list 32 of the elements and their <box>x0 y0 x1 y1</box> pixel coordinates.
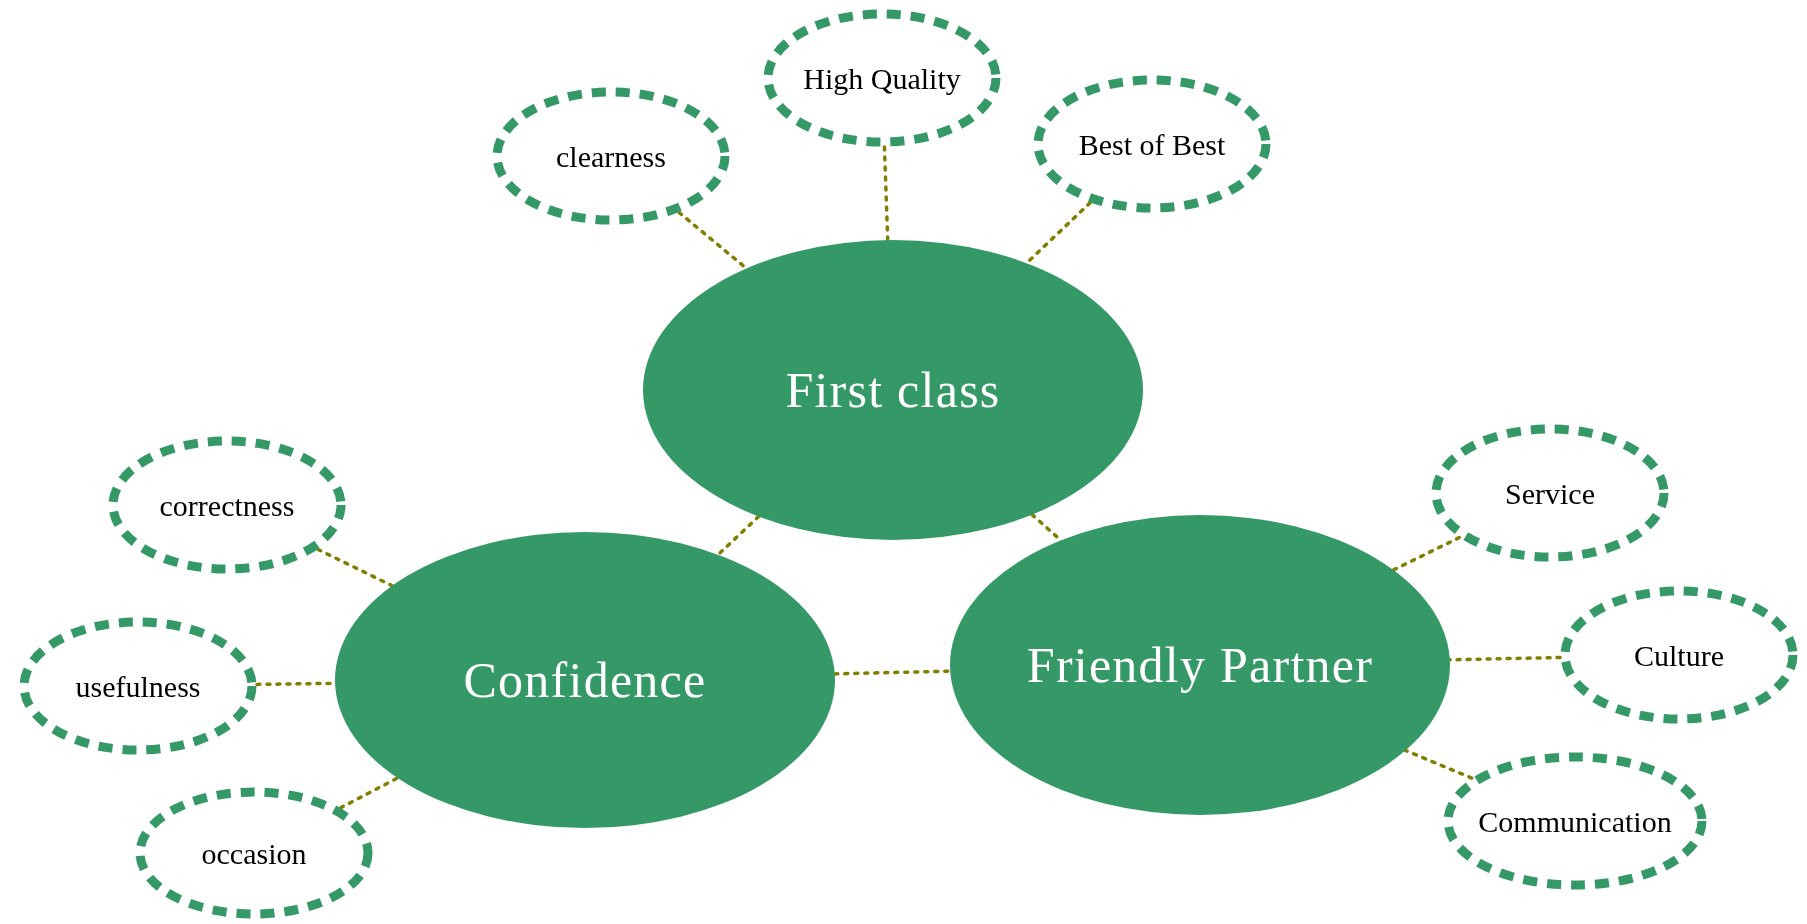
node-label: correctness <box>159 487 295 524</box>
dotted-connector <box>338 776 400 810</box>
dashed-ellipse-node <box>763 9 1001 147</box>
dotted-connector <box>1448 655 1562 662</box>
dashed-ellipse-node <box>108 436 346 574</box>
node-label: High Quality <box>803 60 961 97</box>
dashed-ellipse-node <box>1443 752 1707 890</box>
node-label: First class <box>785 360 1001 420</box>
dashed-ellipse-node <box>492 87 730 225</box>
node-label: Friendly Partner <box>1026 635 1374 695</box>
dashed-ellipse-node <box>1033 75 1271 213</box>
dotted-connector <box>716 514 761 557</box>
node-label: Service <box>1505 475 1595 512</box>
dotted-connector <box>1391 535 1461 572</box>
dashed-ellipse-node <box>1560 586 1798 724</box>
node-label: usefulness <box>75 668 201 705</box>
node-label: Confidence <box>463 650 707 710</box>
dotted-connector <box>1403 748 1474 780</box>
filled-ellipse-node <box>643 240 1143 540</box>
node-label: Culture <box>1634 637 1724 674</box>
dashed-ellipse-node <box>19 617 257 755</box>
dotted-connector <box>833 669 952 676</box>
node-label: clearness <box>556 138 666 175</box>
node-label: Communication <box>1478 803 1672 840</box>
dashed-ellipse-node <box>1431 424 1669 562</box>
node-label: occasion <box>201 835 307 872</box>
dotted-connector <box>316 547 394 588</box>
filled-ellipse-node <box>335 532 835 828</box>
filled-ellipse-node <box>950 515 1450 815</box>
dotted-connector <box>882 145 890 242</box>
node-label: Best of Best <box>1078 126 1226 163</box>
dashed-ellipse-node <box>135 787 373 919</box>
